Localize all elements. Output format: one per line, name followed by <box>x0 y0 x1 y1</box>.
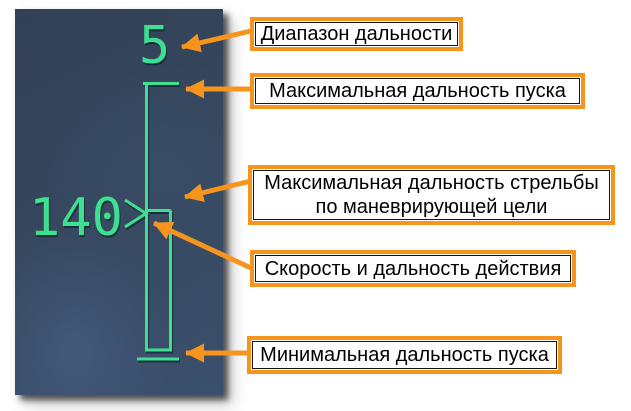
hud-maneuver-range-bracket <box>145 209 172 352</box>
callout-range-scale: Диапазон дальности <box>250 17 463 51</box>
hud-display-panel: 5 140 <box>15 9 223 395</box>
hud-range-scale-digit: 5 <box>139 16 170 76</box>
callout-max-launch-range-label: Максимальная дальность пуска <box>269 80 566 102</box>
callout-range-scale-label: Диапазон дальности <box>260 23 453 45</box>
callout-min-launch-range: Минимальная дальность пуска <box>247 336 562 374</box>
callout-max-launch-range: Максимальная дальность пуска <box>250 73 585 109</box>
callout-maneuver-fire-range-label: Максимальная дальность стрельбы по манев… <box>264 172 599 218</box>
callout-maneuver-fire-range: Максимальная дальность стрельбы по манев… <box>248 165 615 225</box>
hud-range-caret-icon <box>124 198 149 229</box>
callout-speed-and-range: Скорость и дальность действия <box>250 250 576 287</box>
hud-symbology: 5 140 <box>29 16 179 361</box>
hud-target-range-value: 140 <box>29 188 123 248</box>
callout-min-launch-range-label: Минимальная дальность пуска <box>260 344 549 366</box>
callout-speed-and-range-label: Скорость и дальность действия <box>264 257 562 280</box>
